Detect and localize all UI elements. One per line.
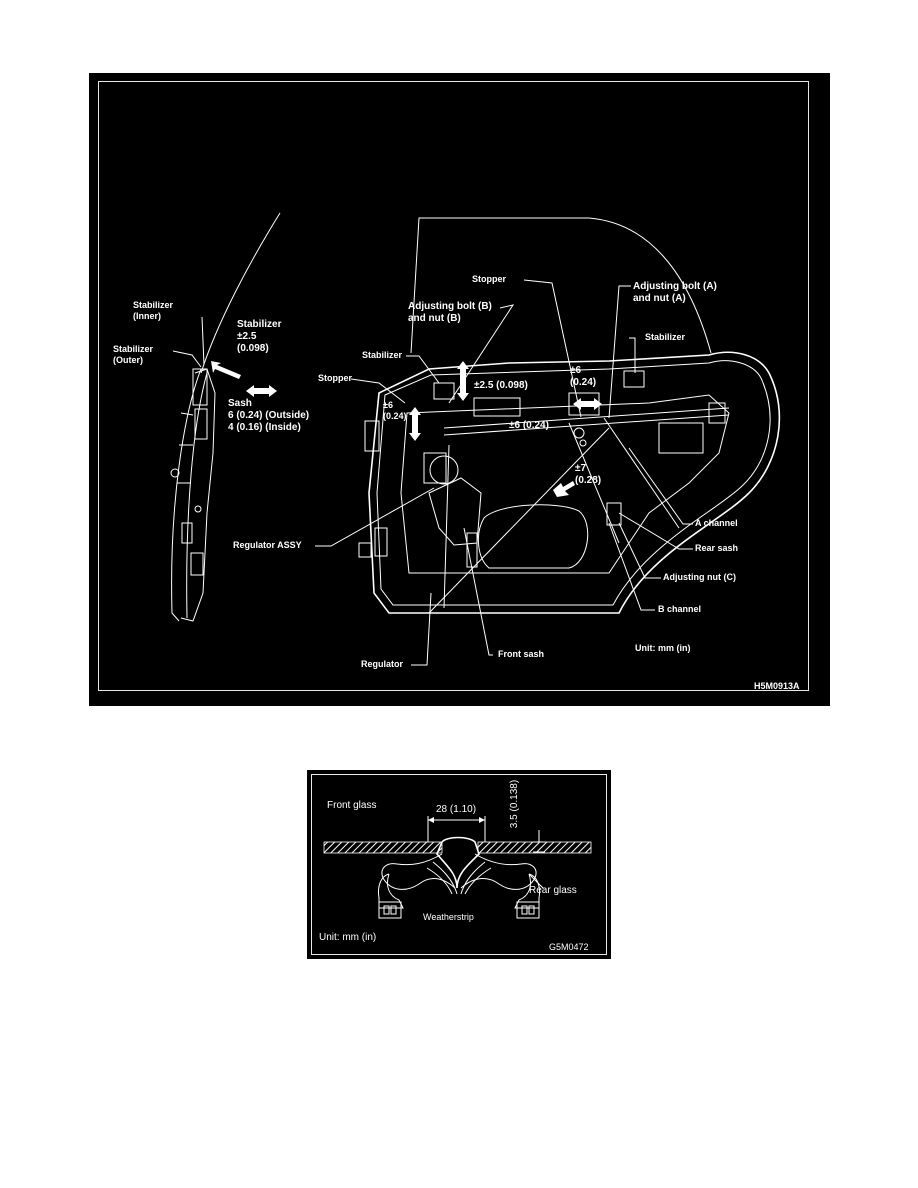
label-front-sash: Front sash [498, 649, 545, 659]
label-a-channel: A channel [695, 518, 738, 528]
label-adjusting-nut-c: Adjusting nut (C) [663, 572, 736, 582]
label-adjusting-bolt-a: Adjusting bolt (A) and nut (A) [633, 281, 717, 304]
weatherstrip-body [436, 836, 480, 889]
label-tolerance-2-5: ±2.5 (0.098) [474, 380, 528, 391]
label-unit: Unit: mm (in) [635, 643, 691, 653]
stabilizer-arrow [211, 361, 241, 379]
label-regulator-assy: Regulator ASSY [233, 540, 302, 550]
tolerance-arrow-left [409, 407, 421, 441]
door-side-view [170, 212, 281, 622]
label-sash-tolerance: Sash 6 (0.24) (Outside) 4 (0.16) (Inside… [228, 398, 310, 433]
tolerance-arrow-7 [553, 481, 575, 497]
label-rear-glass: Rear glass [529, 885, 577, 896]
sash-arrow [246, 385, 277, 397]
label-tolerance-7: ±7 (0.28) [575, 463, 602, 486]
label-tolerance-6-a: ±6 (0.24) [570, 365, 597, 388]
figure-code: G5M0472 [549, 942, 589, 952]
figure-code: H5M0913A [754, 681, 800, 691]
label-b-channel: B channel [658, 604, 702, 614]
label-front-glass: Front glass [327, 800, 377, 811]
label-stabilizer-mid: Stabilizer [362, 350, 403, 360]
figure-frame [311, 774, 607, 955]
label-weatherstrip: Weatherstrip [423, 912, 474, 922]
label-stabilizer-tolerance: Stabilizer ±2.5 (0.098) [237, 319, 282, 354]
label-dim-3-5: 3.5 (0.138) [509, 779, 520, 829]
door-drawing [170, 212, 781, 666]
weatherstrip-figure: Front glass 28 (1.10) 3.5 (0.138) Rear g… [307, 770, 611, 959]
label-rear-sash: Rear sash [695, 543, 739, 553]
label-adjusting-bolt-b: Adjusting bolt (B) and nut (B) [408, 301, 492, 324]
label-dim-28: 28 (1.10) [436, 804, 477, 815]
label-stopper-top: Stopper [472, 274, 507, 284]
label-stabilizer-outer: Stabilizer (Outer) [113, 344, 154, 365]
door-adjustment-figure: Stabilizer (Inner) Stabilizer (Outer) St… [89, 73, 830, 706]
figure-frame [98, 81, 809, 691]
clip-left [378, 901, 402, 919]
label-tolerance-6-left: ±6 (0.24) [383, 400, 407, 421]
label-stopper-left: Stopper [318, 373, 353, 383]
weatherstrip-drawing [323, 816, 592, 919]
label-stabilizer-right: Stabilizer [645, 332, 686, 342]
rear-glass-strip [477, 841, 592, 854]
tolerance-arrow-6 [573, 398, 602, 410]
front-glass-strip [323, 841, 443, 854]
label-regulator: Regulator [361, 659, 404, 669]
label-stabilizer-inner: Stabilizer (Inner) [133, 300, 174, 321]
label-unit: Unit: mm (in) [319, 932, 377, 943]
clip-right [516, 901, 540, 919]
label-tolerance-6-mid: ±6 (0.24) [509, 420, 549, 431]
